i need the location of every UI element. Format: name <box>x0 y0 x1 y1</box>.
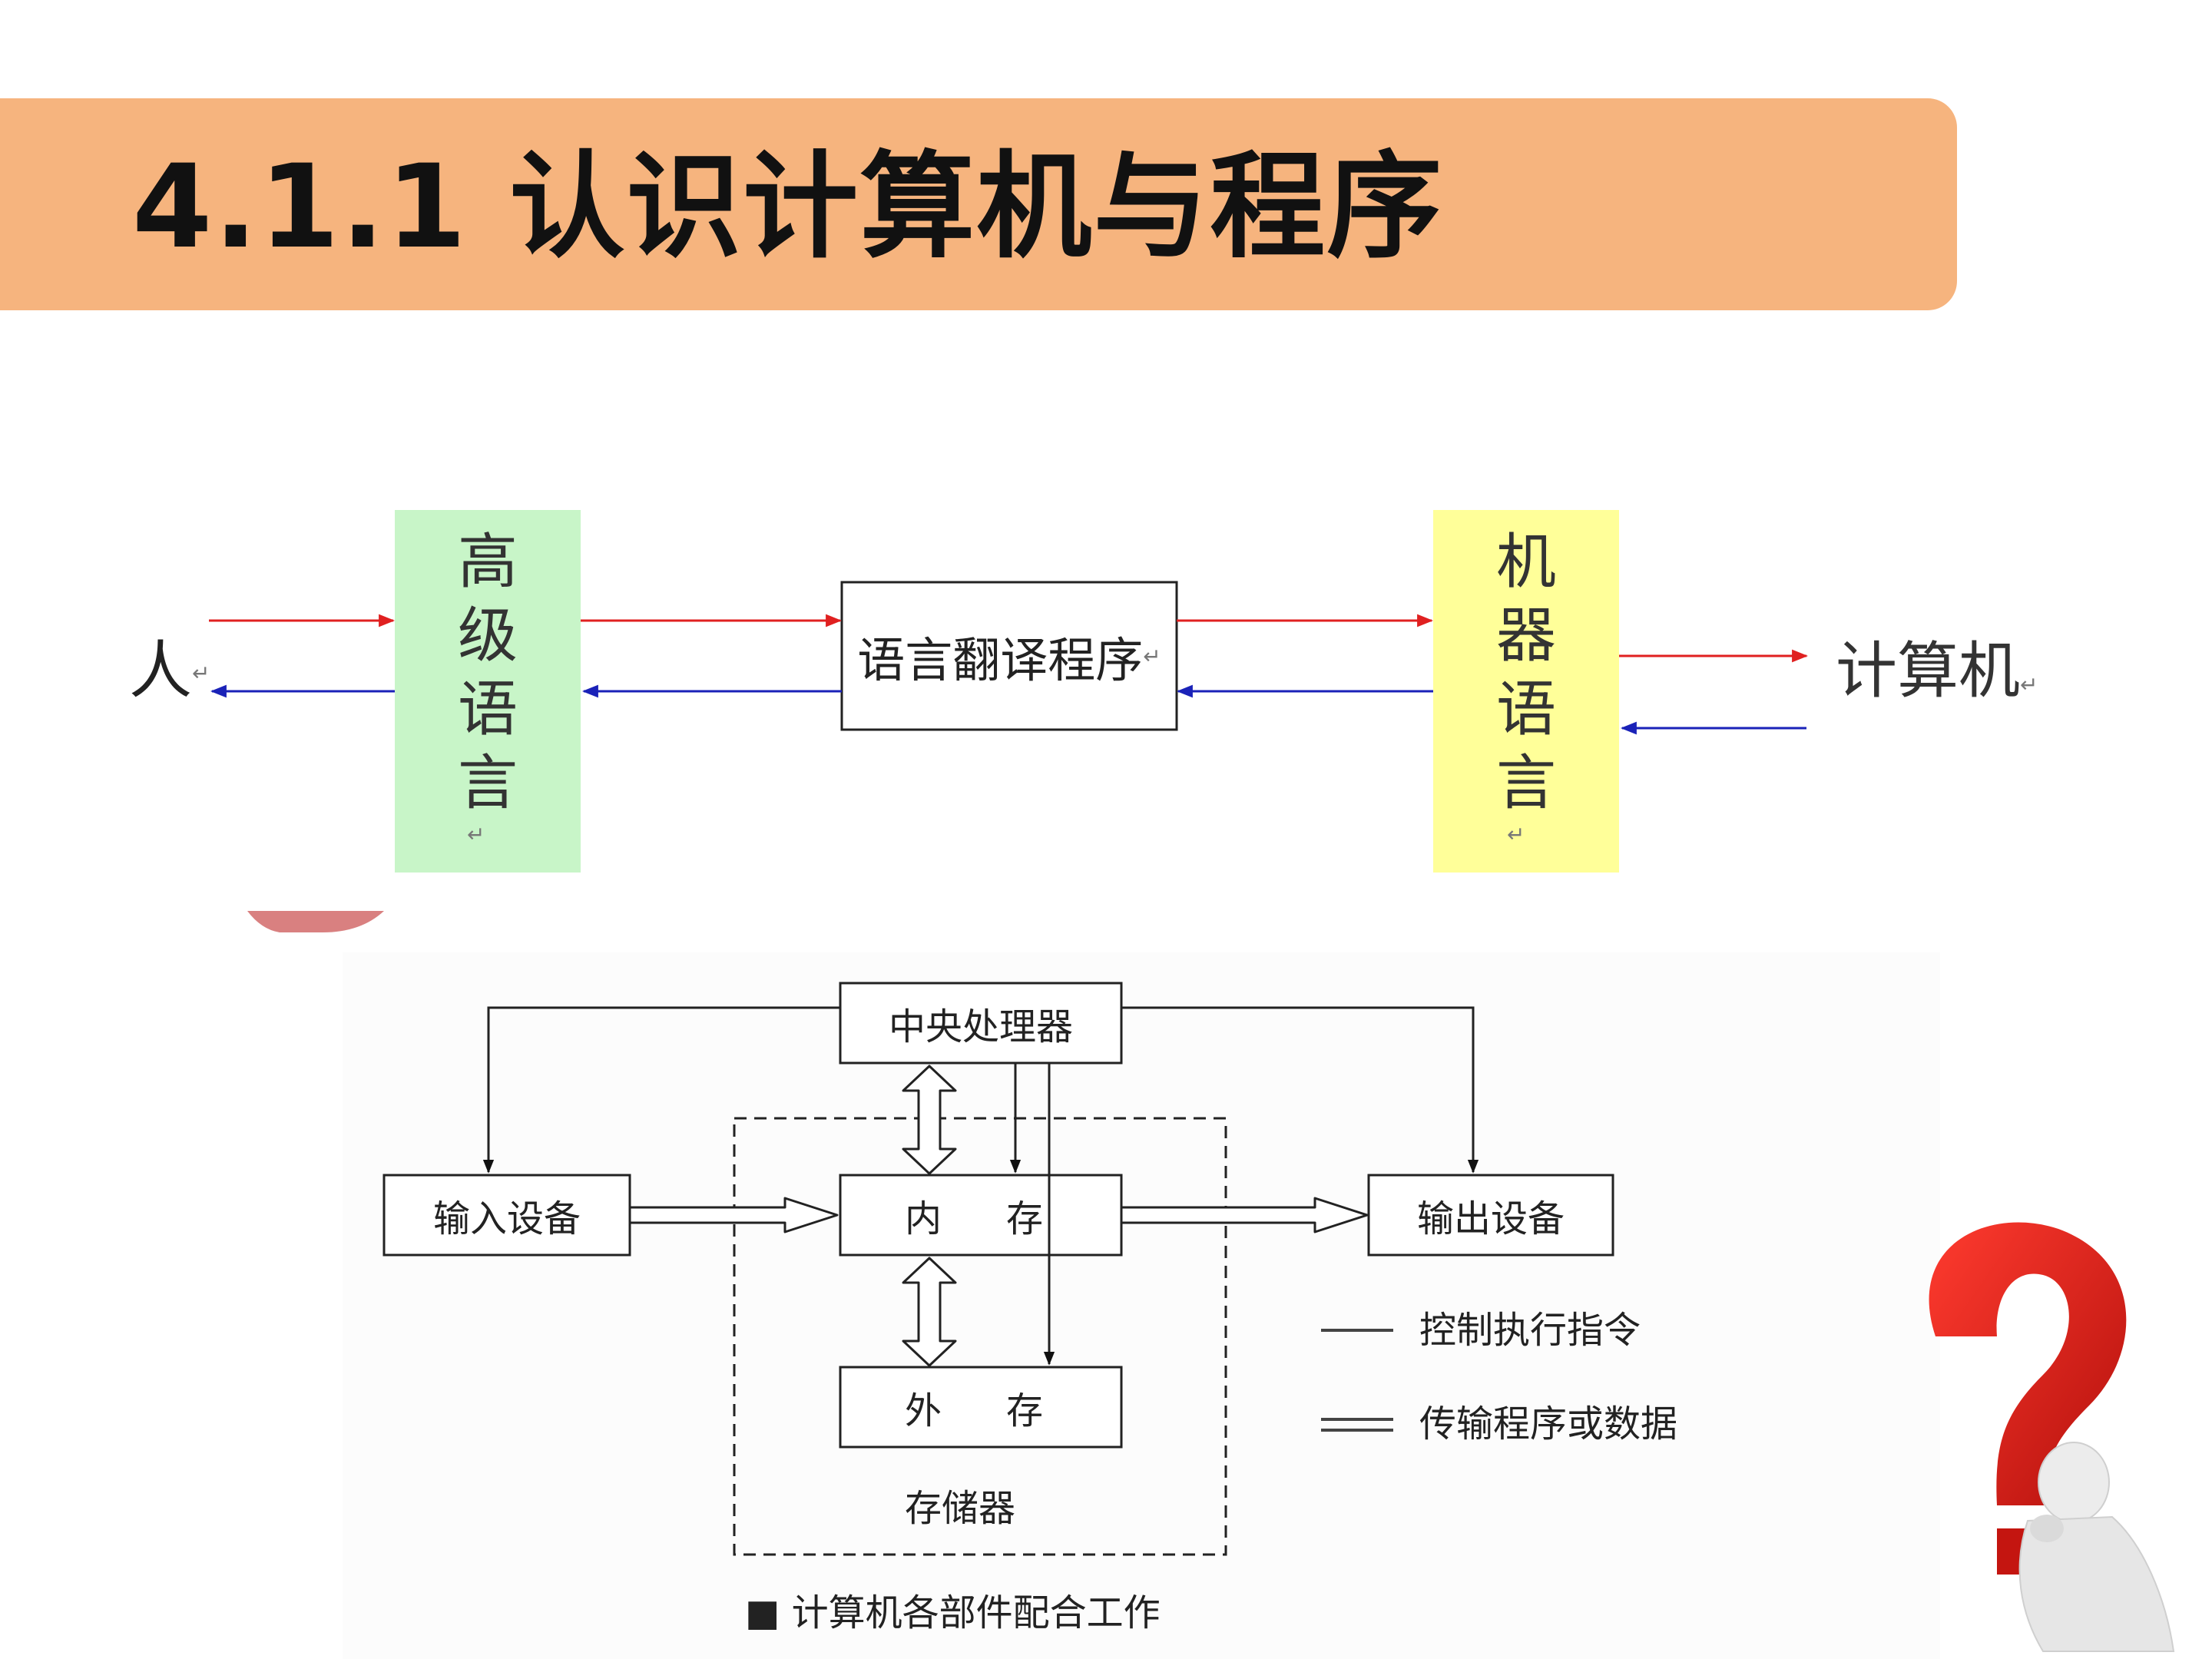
input-device-label: 输入设备 <box>432 1197 581 1240</box>
memory-label: 内 存 <box>904 1197 1057 1240</box>
external-storage-box <box>839 1366 1123 1449</box>
output-device-box <box>1367 1174 1614 1257</box>
data-memory-external-arrow <box>902 1257 957 1367</box>
legend-data-label: 传输程序或数据 <box>1419 1402 1678 1445</box>
data-input-to-memory-arrow <box>628 1197 839 1233</box>
external-storage-label: 外 存 <box>904 1389 1057 1432</box>
human-label: 人 <box>129 634 193 707</box>
computer-label: 计算机↵ <box>1836 635 2038 707</box>
output-device-label: 输出设备 <box>1416 1197 1565 1240</box>
return-mark: ↵ <box>1507 822 1525 847</box>
return-mark: ↵ <box>192 661 210 686</box>
cpu-label: 中央处理器 <box>888 1005 1073 1048</box>
high-level-language-label: 高 级 语 言 <box>457 528 518 818</box>
architecture-panel <box>343 952 1940 1659</box>
memory-box <box>839 1174 1123 1257</box>
machine-language-label: 机 器 语 言 <box>1495 528 1556 818</box>
storage-group-border <box>733 1117 1227 1556</box>
question-mark-figure-icon <box>1929 1222 2175 1652</box>
translator-box <box>840 581 1178 731</box>
decorative-red-shape <box>247 911 384 932</box>
return-mark: ↵ <box>467 822 485 847</box>
machine-language-box <box>1433 510 1619 873</box>
control-cpu-to-output <box>1121 1006 1479 1174</box>
translator-label: 语言翻译程序↵ <box>857 632 1161 688</box>
page-title: 4.1.1 认识计算机与程序 <box>132 141 1444 274</box>
legend-control-label: 控制执行指令 <box>1419 1309 1641 1352</box>
data-memory-to-output-arrow <box>1120 1197 1369 1233</box>
control-cpu-to-input <box>482 1006 840 1174</box>
storage-group-label: 存储器 <box>904 1487 1015 1530</box>
high-level-language-box <box>395 510 581 873</box>
title-bar <box>0 98 1957 310</box>
data-cpu-memory-arrow <box>902 1065 957 1175</box>
input-device-box <box>382 1174 631 1257</box>
cpu-box <box>839 982 1123 1065</box>
diagram-caption: ■ 计算机各部件配合工作 <box>745 1591 1161 1634</box>
